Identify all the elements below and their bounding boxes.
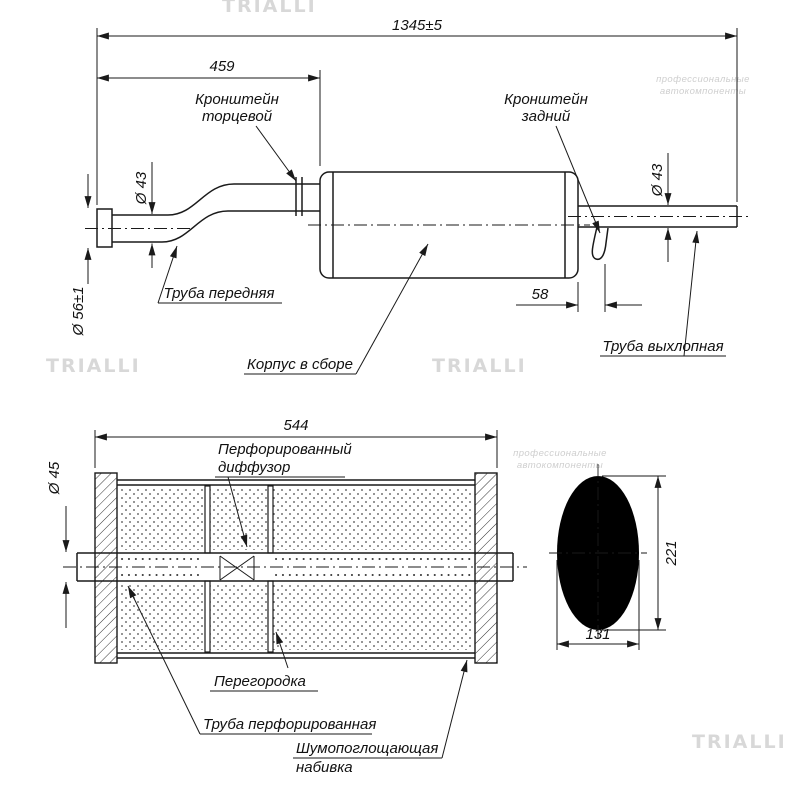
shell-outline xyxy=(117,479,475,659)
leader-lines-top-view xyxy=(157,125,726,375)
end-cap-left xyxy=(94,472,118,664)
partition-2-lower xyxy=(267,580,274,653)
top-view: 1345±5 459 58 Ø 43 Ø 43 Ø 56±1 Кронштейн… xyxy=(70,17,748,375)
dim-overall-length: 1345±5 xyxy=(392,17,443,34)
dim-tube-diameter: Ø 45 xyxy=(46,461,63,495)
padding-fill-upper xyxy=(119,487,471,550)
label-front-pipe: Труба передняя xyxy=(164,285,275,302)
label-exhaust-pipe: Труба выхлопная xyxy=(602,338,723,355)
label-bracket-end: Кронштейн xyxy=(195,91,279,108)
leader-body xyxy=(355,243,429,375)
front-pipe-top-edge xyxy=(112,183,320,216)
brand-tagline: автокомпоненты xyxy=(517,460,603,471)
brand-tagline: профессиональные xyxy=(656,74,750,85)
brand-logo-watermark: TRIALLI xyxy=(432,355,527,377)
dim-inlet-diameter: Ø 56±1 xyxy=(70,286,87,336)
brand-tagline: профессиональные xyxy=(513,448,607,459)
watermarks: TRIALLI TRIALLI TRIALLI TRIALLI професси… xyxy=(46,0,787,753)
leader-padding xyxy=(441,659,468,759)
dim-body-length: 544 xyxy=(283,417,308,434)
label-perforated-pipe: Труба перфорированная xyxy=(203,716,376,733)
diffuser-cone xyxy=(219,555,255,581)
partition-1-upper xyxy=(204,485,211,554)
label-bracket-rear: Кронштейн xyxy=(504,91,588,108)
center-lines-top-view xyxy=(85,216,748,229)
leader-bracket-rear xyxy=(555,125,601,234)
end-cap-right xyxy=(474,472,498,664)
label-body-assembly: Корпус в сборе xyxy=(247,356,353,373)
oval-dimension-lines xyxy=(556,475,666,650)
dim-oval-width: 131 xyxy=(585,626,610,643)
dim-pipe-diameter-left: Ø 43 xyxy=(133,171,150,205)
partition-2-upper xyxy=(267,485,274,554)
dimension-lines-top-view xyxy=(84,28,738,312)
label-bracket-end: торцевой xyxy=(202,108,273,125)
label-diffuser: Перфорированный xyxy=(218,441,352,458)
label-padding: Шумопоглощающая xyxy=(296,740,438,757)
label-padding: набивка xyxy=(296,759,353,776)
leader-front-pipe xyxy=(157,245,178,304)
dimension-lines-section xyxy=(62,430,498,628)
oval-center-lines xyxy=(549,464,647,642)
label-diffuser: диффузор xyxy=(218,459,290,476)
inlet-sleeve xyxy=(96,208,113,248)
leader-partition xyxy=(275,631,289,669)
label-bracket-rear: задний xyxy=(521,108,571,125)
leader-exhaust-pipe xyxy=(683,230,700,357)
partition-1-lower xyxy=(204,580,211,653)
dim-bracket-offset: 58 xyxy=(532,286,549,303)
dim-pipe-diameter-right: Ø 43 xyxy=(649,163,666,197)
leader-diffuser xyxy=(227,476,248,548)
label-partition: Перегородка xyxy=(214,673,306,690)
brand-logo-watermark: TRIALLI xyxy=(46,355,141,377)
front-pipe-bottom-edge xyxy=(112,210,320,243)
dim-front-section: 459 xyxy=(209,58,235,75)
tube-perforation-rows xyxy=(121,558,471,576)
leader-lines-section xyxy=(127,476,468,759)
section-view: 544 Ø 45 Перфорированный диффузор Перего… xyxy=(46,417,527,776)
perforated-tube-outline xyxy=(76,552,514,582)
brand-logo-watermark: TRIALLI xyxy=(222,0,317,17)
dim-oval-height: 221 xyxy=(663,540,680,566)
leader-perforated-pipe xyxy=(127,585,201,735)
brand-logo-watermark: TRIALLI xyxy=(692,731,787,753)
brand-tagline: автокомпоненты xyxy=(660,86,746,97)
rear-bracket-hook xyxy=(591,226,609,261)
padding-fill-lower xyxy=(119,584,471,650)
oval-end-section: 221 131 xyxy=(549,464,680,650)
leader-bracket-end xyxy=(255,125,297,182)
